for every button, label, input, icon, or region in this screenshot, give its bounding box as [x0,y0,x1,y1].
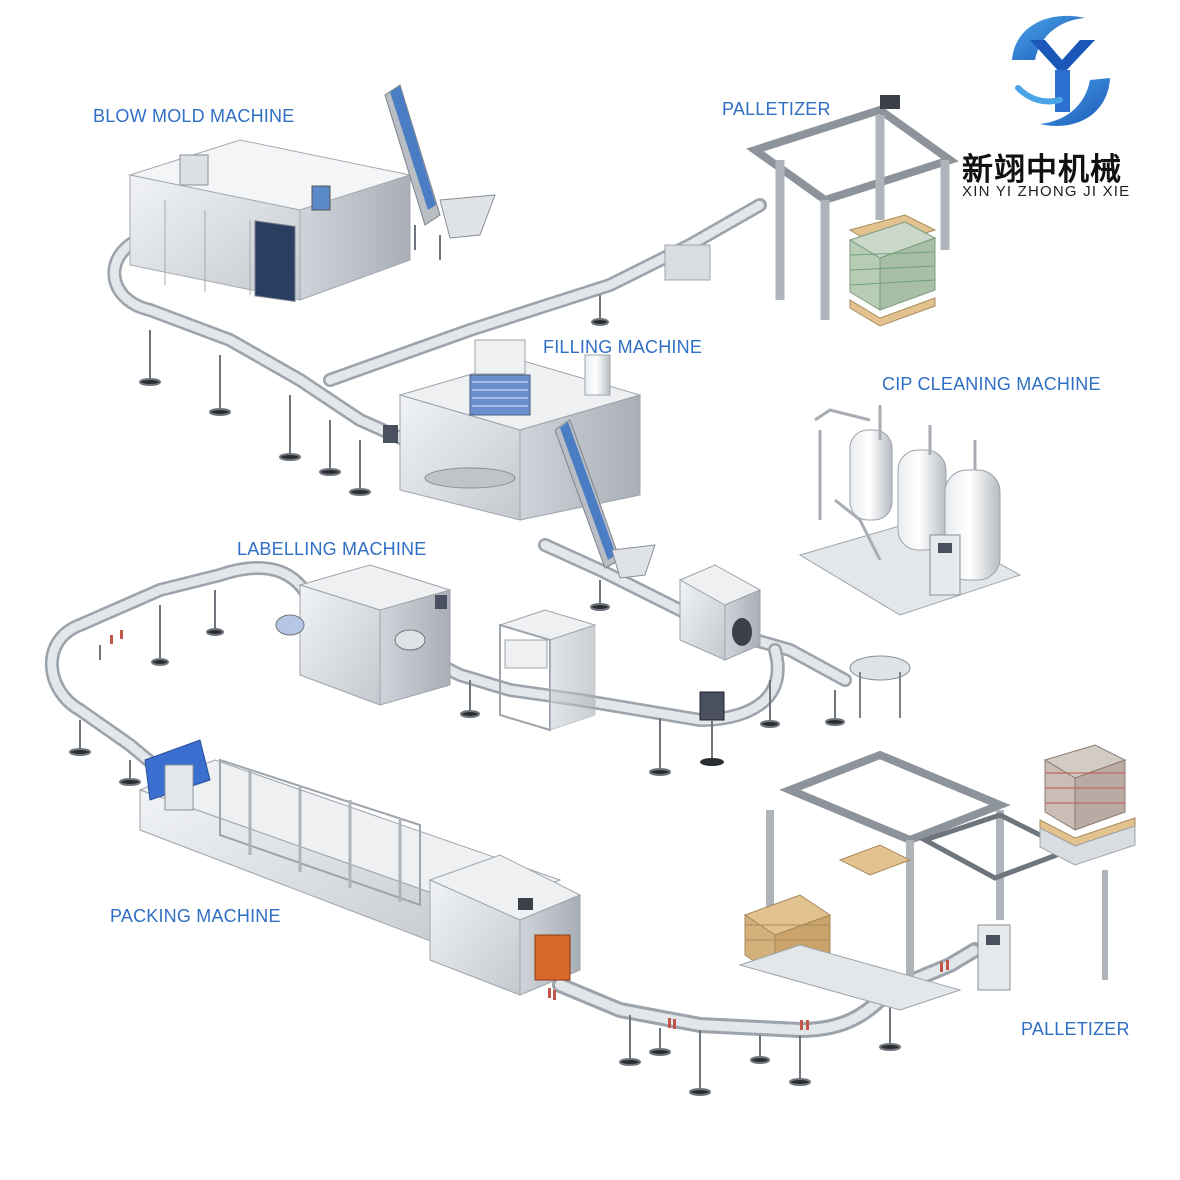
cip-cleaning-machine [798,405,1022,616]
blow-mold-hopper [439,194,496,239]
brand-name-cn: 新翊中机械 [962,152,1122,188]
label-palletizer-bottom: PALLETIZER [1021,1019,1130,1039]
label-filling-machine: FILLING MACHINE [543,337,703,357]
palletizer-top-stack [848,221,937,327]
tunnel-machine [678,564,762,661]
palletizer-top [664,95,959,327]
blow-mold-control-panel [311,185,331,211]
filling-machine [383,339,656,579]
palletizer-bottom-full-stack [1039,744,1136,866]
label-packing-machine: PACKING MACHINE [110,906,281,926]
packing-shrink-tunnel [534,934,571,981]
label-cip-cleaning-machine: CIP CLEANING MACHINE [882,374,1101,394]
packing-machine [138,739,582,996]
blow-mold-window [254,220,296,303]
brand-name-en: XIN YI ZHONG JI XIE [962,183,1131,200]
packing-control-panel [164,764,194,811]
capping-machine [498,609,597,732]
conveyor-legs [69,295,901,1096]
blow-mold-machine [128,84,496,303]
label-blow-mold-machine: BLOW MOLD MACHINE [93,106,295,126]
label-labelling-machine: LABELLING MACHINE [237,539,427,559]
swirl-y-logo-icon [1005,12,1121,128]
bottles-on-conveyor [110,630,949,1030]
cip-tank-1 [849,429,893,521]
palletizer-bottom [738,744,1136,1011]
label-palletizer-top: PALLETIZER [722,99,831,119]
rotary-table [849,655,911,718]
inkjet-printer [699,691,725,766]
palletizer-control-cabinet [977,924,1011,991]
labelling-machine [275,564,452,706]
conveyor-labelling-loop [44,560,317,777]
filling-cooling-unit [469,374,531,416]
